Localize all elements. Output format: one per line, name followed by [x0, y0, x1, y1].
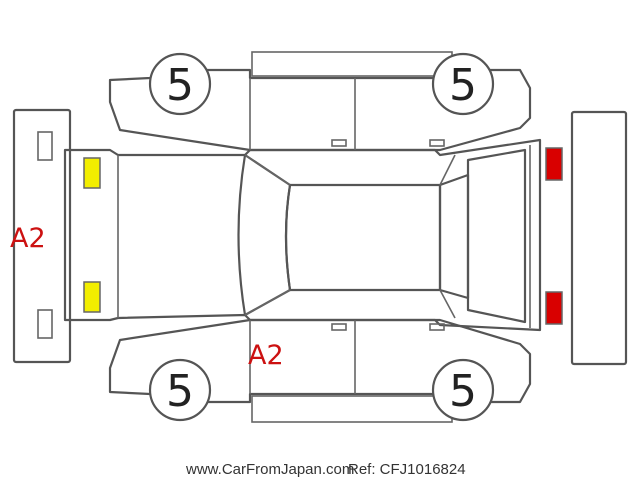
headlight-right: [83, 281, 101, 313]
rear-bumper: [570, 110, 628, 366]
footer-ref: Ref: CFJ1016824: [348, 461, 466, 478]
footer-site: www.CarFromJapan.com: [185, 461, 354, 478]
damage-code-front-bumper: A2: [10, 223, 46, 254]
tire-front-right: 5: [148, 358, 212, 422]
damage-code-side: A2: [248, 340, 284, 371]
footer: www.CarFromJapan.com Ref: CFJ1016824: [185, 461, 466, 478]
tailgate: [466, 145, 531, 328]
taillight-left: [545, 147, 563, 181]
tire-rear-left-tread: 5: [449, 60, 477, 111]
tire-rear-left: 5: [431, 52, 495, 116]
taillight-right: [545, 291, 563, 325]
tire-front-left-tread: 5: [166, 60, 194, 111]
headlight-left: [83, 157, 101, 189]
tire-rear-right-tread: 5: [449, 366, 477, 417]
tire-front-left: 5: [148, 52, 212, 116]
tire-rear-right: 5: [431, 358, 495, 422]
headlights: [83, 157, 101, 313]
cabin-glass: [237, 153, 470, 319]
taillights: [545, 147, 563, 325]
tire-front-right-tread: 5: [166, 366, 194, 417]
car-body-outline: [63, 138, 542, 332]
front-bumper: [12, 108, 72, 364]
